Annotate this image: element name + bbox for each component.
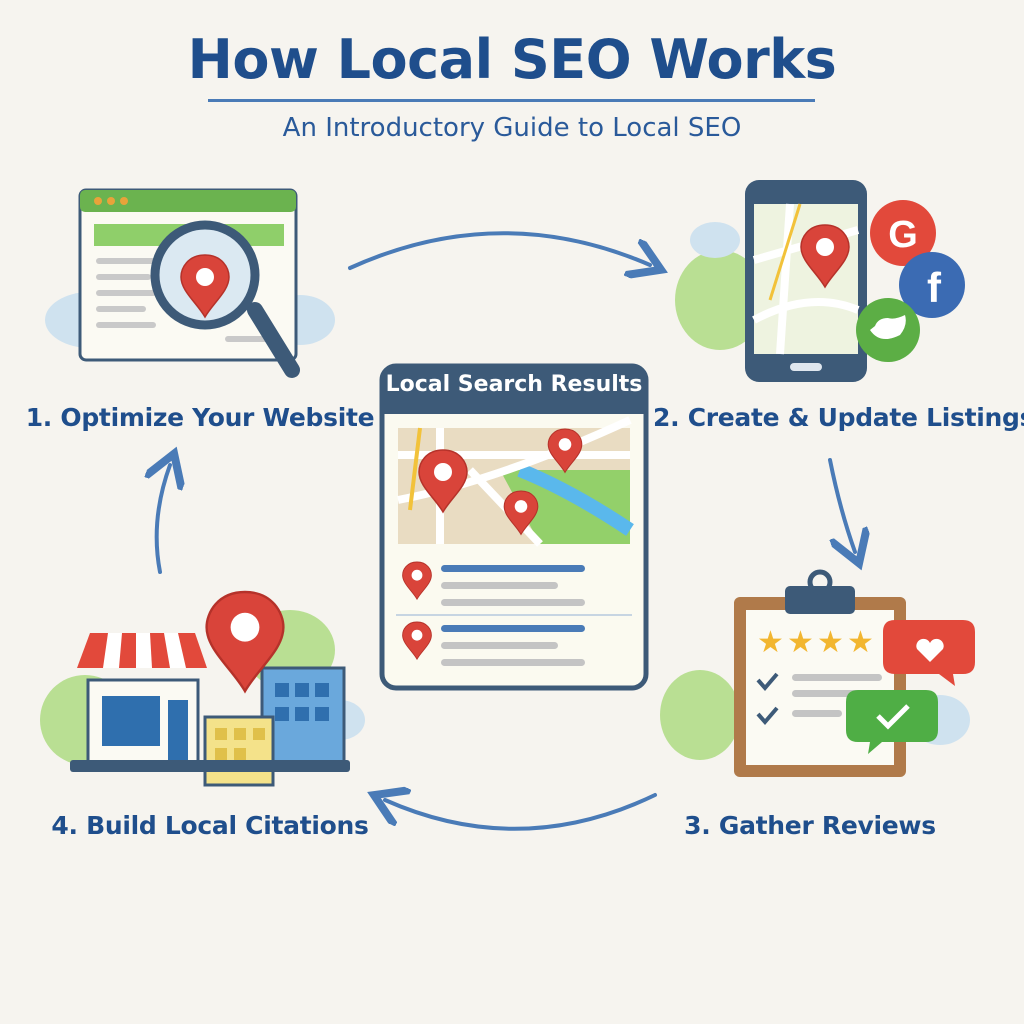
result-item-1 bbox=[402, 561, 585, 606]
card-title: Local Search Results bbox=[385, 372, 643, 397]
page-subtitle: An Introductory Guide to Local SEO bbox=[282, 113, 742, 143]
website-magnifier-icon bbox=[45, 188, 335, 378]
cycle-arrows bbox=[157, 231, 855, 831]
arrow-2-to-3 bbox=[828, 458, 855, 552]
arrow-4-to-1 bbox=[157, 465, 170, 574]
svg-text:f: f bbox=[927, 264, 942, 311]
svg-text:★: ★ bbox=[847, 625, 874, 660]
phone-map-icon: G f bbox=[675, 180, 965, 382]
page-title: How Local SEO Works bbox=[187, 28, 837, 91]
step-3-label: 3. Gather Reviews bbox=[684, 811, 936, 840]
result-item-2 bbox=[402, 621, 585, 666]
clipboard-reviews-icon: ★★★★ bbox=[660, 569, 975, 777]
local-search-results-card bbox=[379, 363, 649, 691]
svg-text:G: G bbox=[888, 214, 918, 256]
facebook-icon bbox=[899, 252, 965, 318]
svg-text:★: ★ bbox=[817, 625, 844, 660]
step-1-label: 1. Optimize Your Website bbox=[25, 403, 375, 432]
step-2-label: 2. Create & Update Listings bbox=[653, 403, 1024, 432]
title-underline bbox=[208, 99, 815, 102]
svg-text:★: ★ bbox=[757, 625, 784, 660]
star-rating: ★★★★ bbox=[757, 625, 874, 660]
storefront-citations-icon bbox=[40, 590, 365, 787]
arrow-3-to-4 bbox=[385, 795, 657, 831]
step-4-label: 4. Build Local Citations bbox=[51, 811, 369, 840]
google-icon bbox=[870, 200, 936, 266]
svg-text:★: ★ bbox=[787, 625, 814, 660]
arrow-1-to-2 bbox=[348, 231, 650, 268]
